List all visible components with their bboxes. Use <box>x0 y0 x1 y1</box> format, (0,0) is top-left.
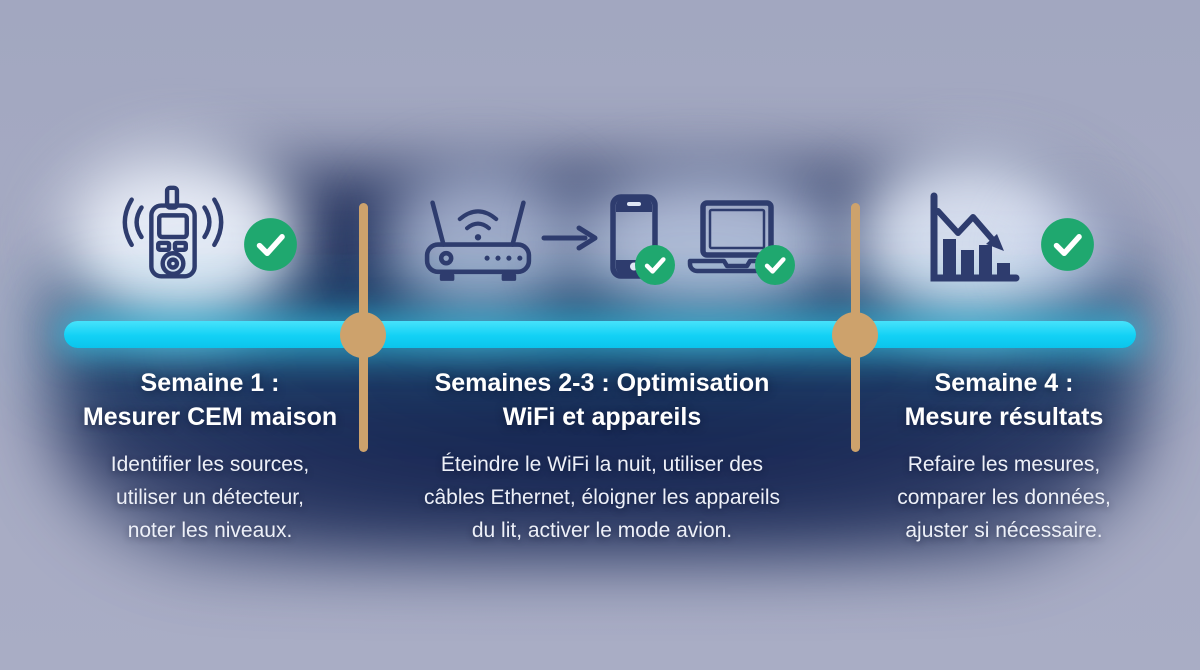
step-week-4: Semaine 4 : Mesure résultats Refaire les… <box>838 366 1170 547</box>
step-description: Identifier les sources, utiliser un déte… <box>110 453 310 542</box>
signal-waves-left-icon <box>122 197 144 248</box>
check-circle-icon <box>1041 218 1094 271</box>
step-weeks-2-3: Semaines 2-3 : Optimisation WiFi et appa… <box>398 366 806 547</box>
check-badge-icon <box>755 245 795 285</box>
step-description: Éteindre le WiFi la nuit, utiliser des c… <box>423 453 781 542</box>
step-title: Semaines 2-3 : Optimisation WiFi et appa… <box>434 369 770 431</box>
timeline-node-2 <box>832 312 878 358</box>
declining-bar-chart-icon <box>930 192 1020 282</box>
step-description: Refaire les mesures, comparer les donnée… <box>897 453 1111 542</box>
timeline-node-1 <box>340 312 386 358</box>
step-title: Semaine 4 : Mesure résultats <box>904 369 1104 431</box>
glow-behind-router <box>382 168 580 316</box>
emf-detector-icon <box>122 185 224 279</box>
signal-waves-right-icon <box>202 197 224 248</box>
step-title: Semaine 1 : Mesurer CEM maison <box>82 369 338 431</box>
check-badge-icon <box>635 245 675 285</box>
timeline-bar <box>64 321 1136 348</box>
arrow-right-icon <box>541 225 598 251</box>
check-circle-icon <box>244 218 297 271</box>
step-week-1: Semaine 1 : Mesurer CEM maison Identifie… <box>38 366 382 547</box>
wifi-router-icon <box>424 200 532 281</box>
